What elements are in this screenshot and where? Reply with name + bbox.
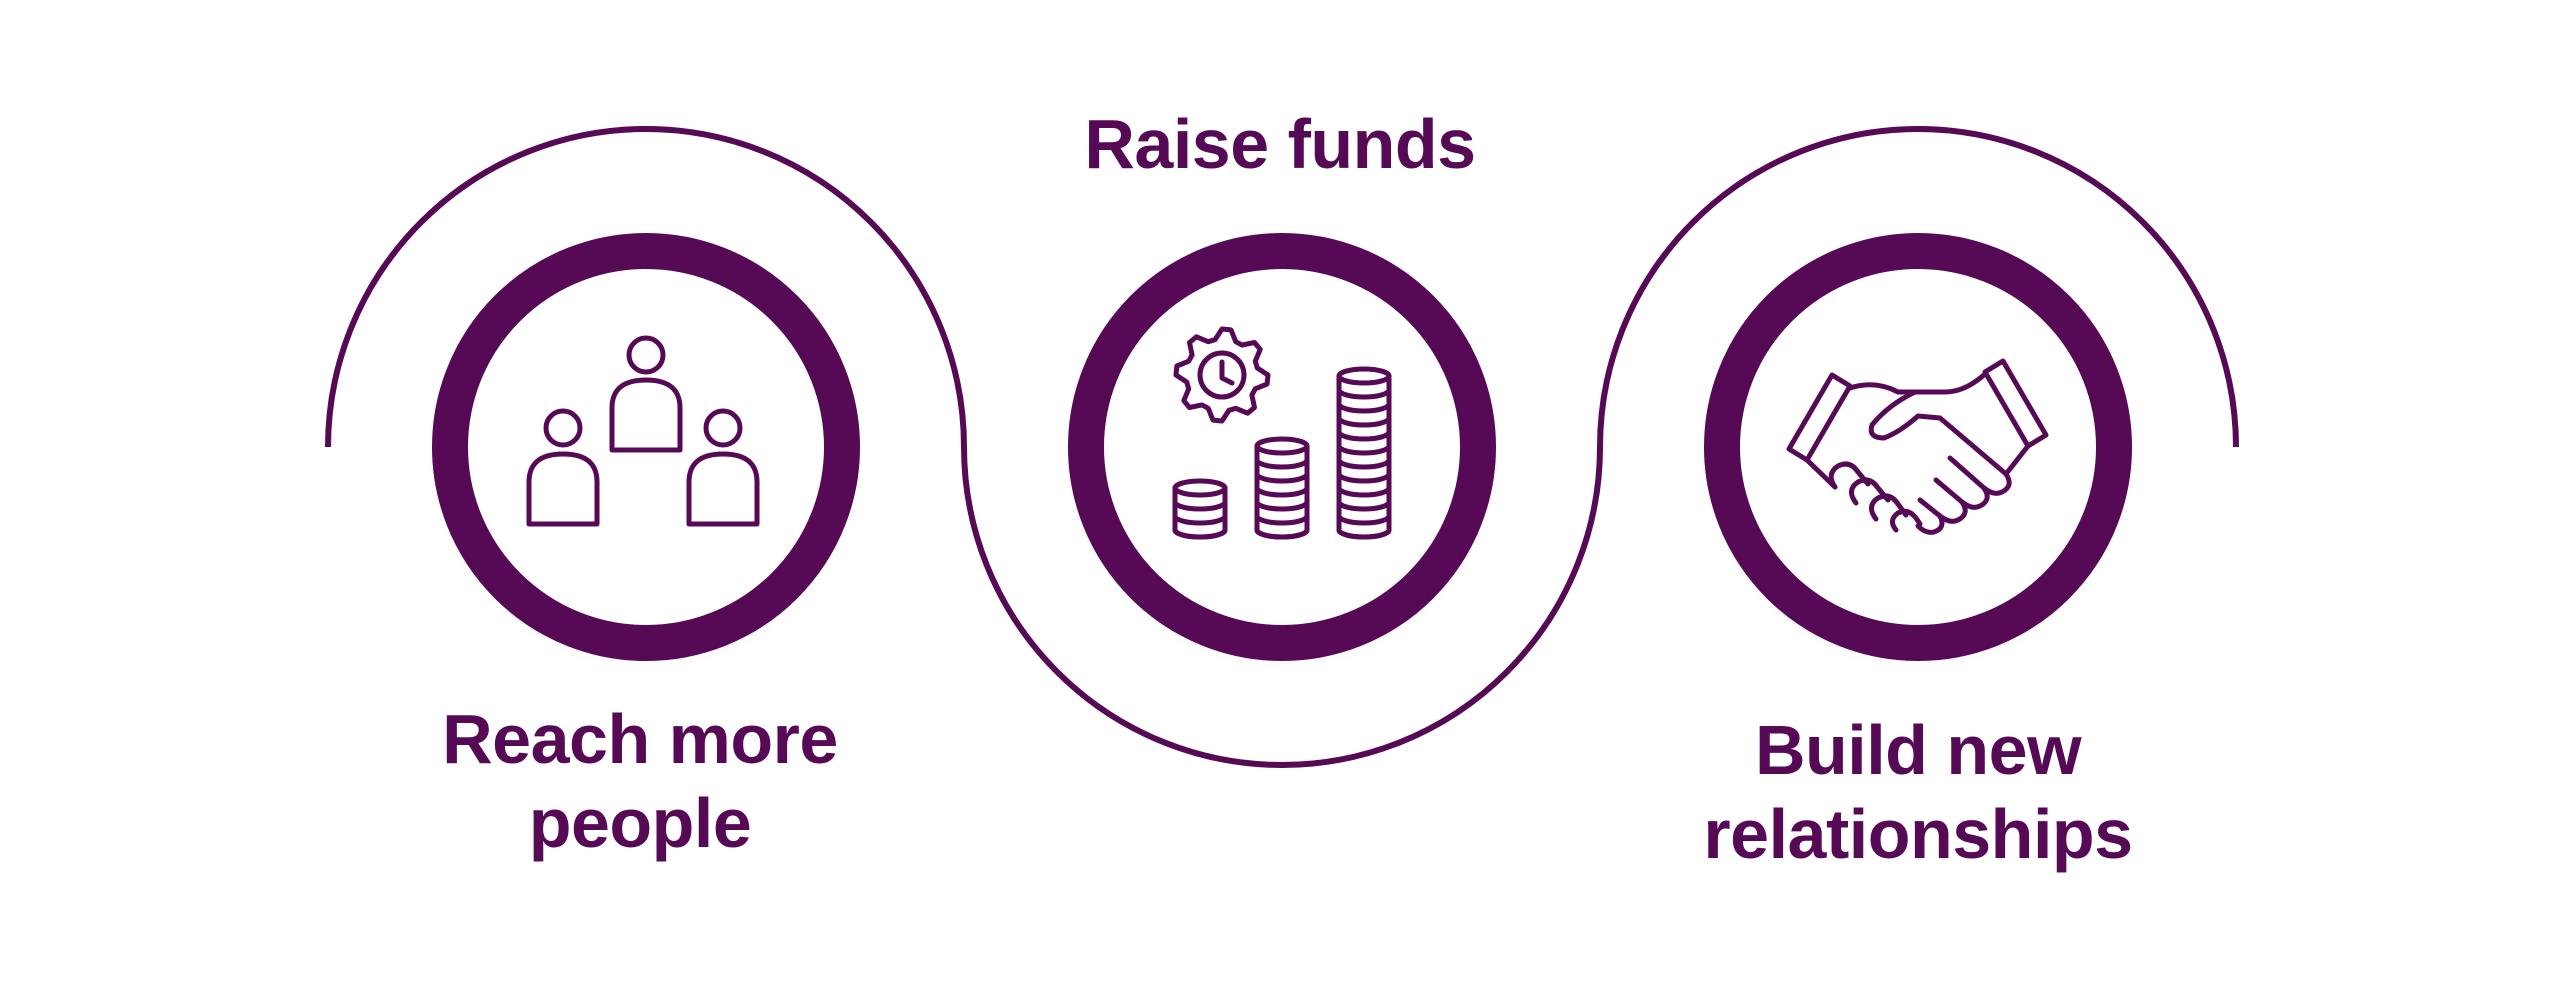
coin-edge xyxy=(1254,471,1310,484)
coin-edge xyxy=(1336,387,1392,400)
step-build-circle xyxy=(1704,233,2132,661)
coin-edge xyxy=(1336,415,1392,428)
step-reach-circle xyxy=(432,233,860,661)
gear-icon xyxy=(1173,326,1271,424)
coin-edge xyxy=(1172,499,1228,512)
gear-outline xyxy=(1173,326,1271,424)
coin-edge xyxy=(1254,457,1310,470)
coin-stacks xyxy=(1172,366,1392,540)
handshake-icon xyxy=(1786,358,2049,535)
coin-edge xyxy=(1336,429,1392,442)
coin-edge xyxy=(1336,527,1392,540)
step-raise-title-line1: Raise funds xyxy=(1084,105,1476,183)
coin-edge xyxy=(1336,499,1392,512)
step-raise-label: Raise funds xyxy=(980,102,1580,186)
coin-edge xyxy=(1254,485,1310,498)
step-reach-label: Reach more people xyxy=(340,697,940,865)
coin-edge xyxy=(1336,485,1392,498)
step-reach-title-line1: Reach more xyxy=(442,700,838,778)
gear-clock-face xyxy=(1197,350,1247,400)
coin-edge xyxy=(1336,401,1392,414)
coin-edge xyxy=(1172,527,1228,540)
step-build-title-line1: Build new xyxy=(1754,711,2082,789)
coin-edge xyxy=(1254,499,1310,512)
step-build-label: Build new relationships xyxy=(1618,708,2218,876)
step-build-title-line2: relationships xyxy=(1703,795,2133,873)
coin-edge xyxy=(1336,457,1392,470)
coin-edge xyxy=(1254,513,1310,526)
coin-edge xyxy=(1336,443,1392,456)
coin-edge xyxy=(1336,513,1392,526)
step-raise-circle xyxy=(1068,233,1496,661)
coin-edge xyxy=(1336,471,1392,484)
people-group-icon xyxy=(526,335,760,527)
step-reach-title-line2: people xyxy=(528,784,752,862)
coin-edge xyxy=(1254,527,1310,540)
wave-connector-line xyxy=(325,126,2239,768)
coins-gear-icon xyxy=(1172,326,1392,540)
coin-edge xyxy=(1172,513,1228,526)
